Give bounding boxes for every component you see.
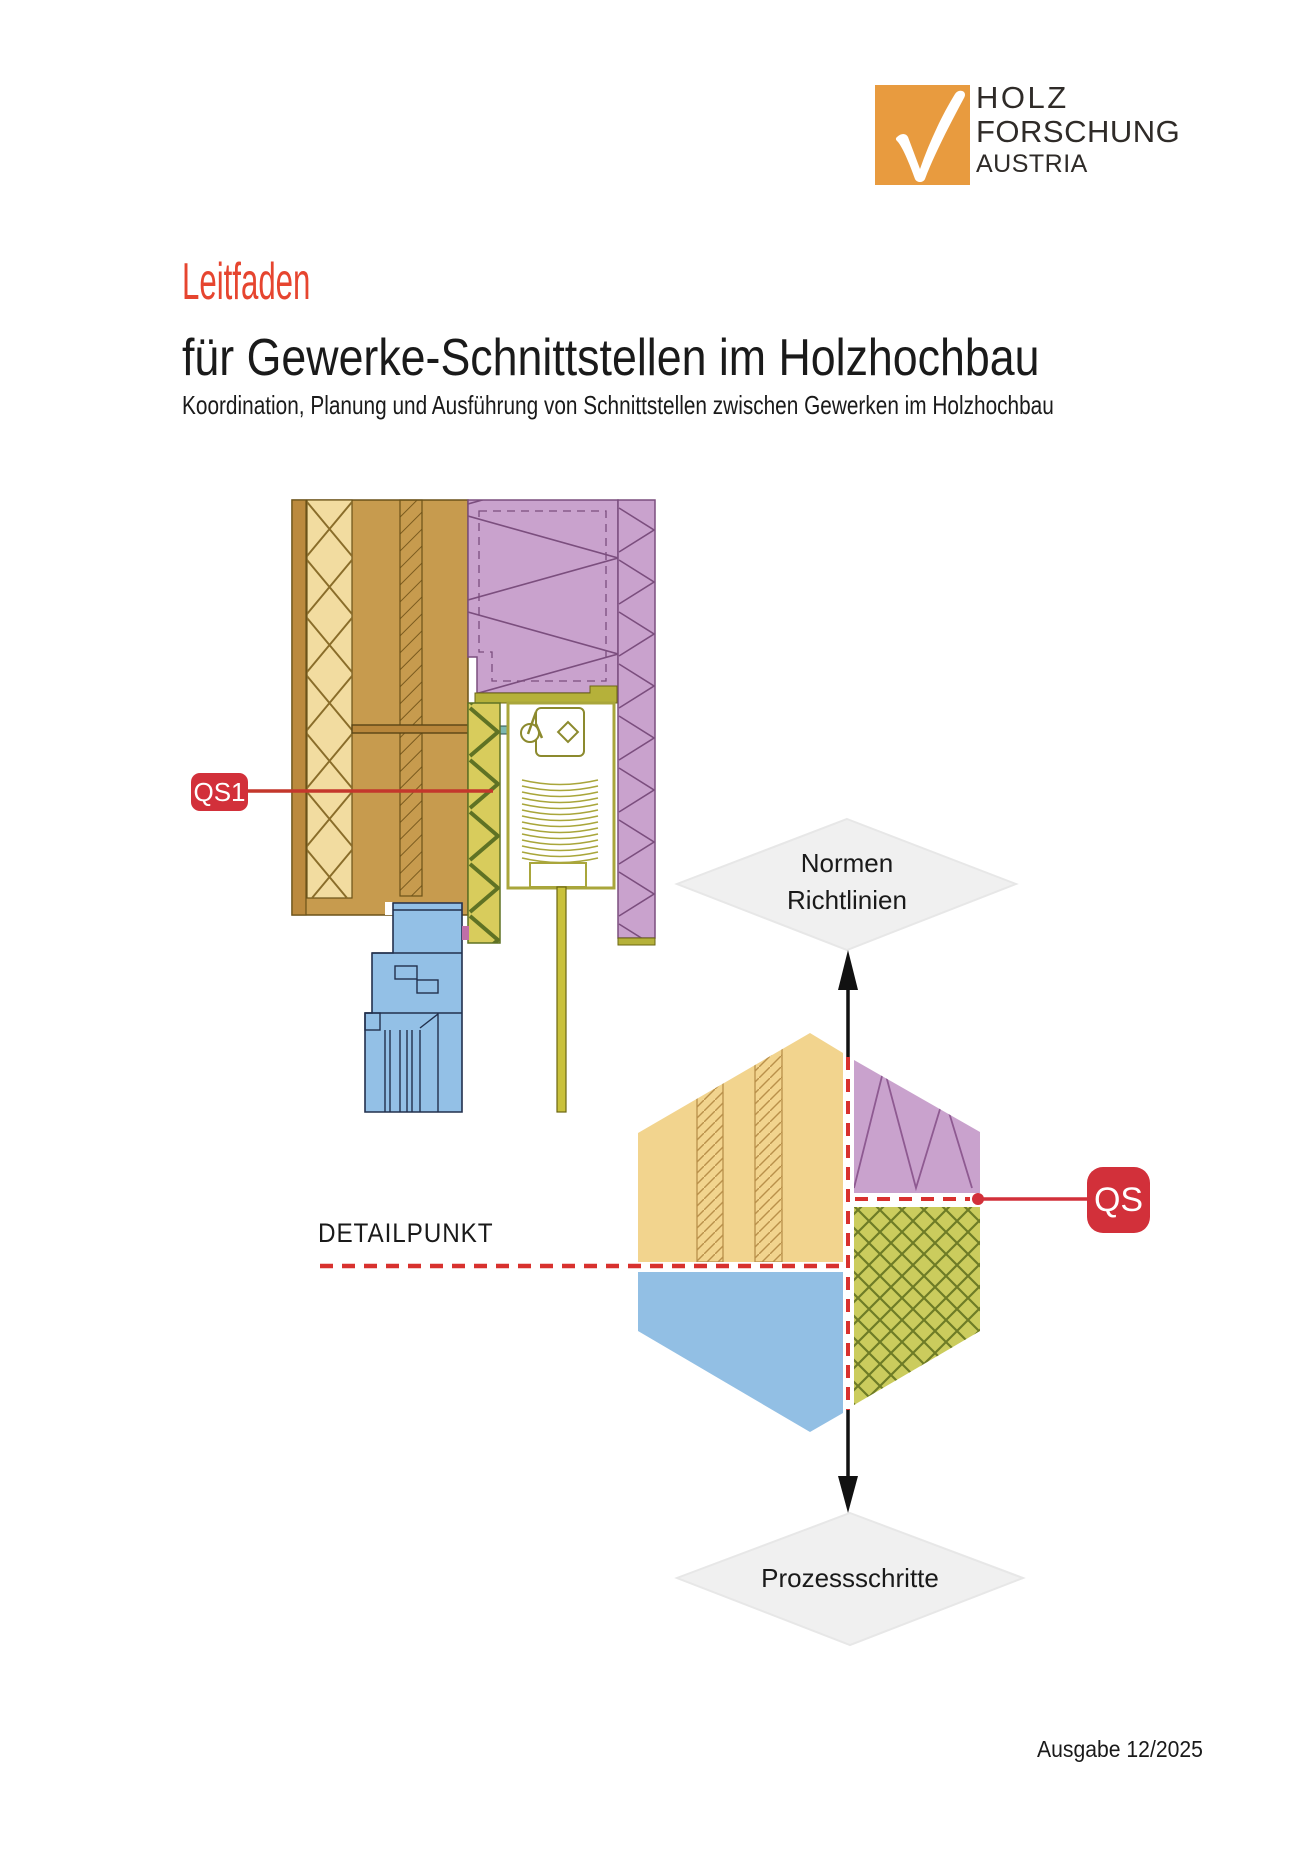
- diamond-prozessschritte-label: Prozessschritte: [761, 1563, 939, 1593]
- checkmark-icon: [895, 90, 966, 182]
- vertical-axis-arrow: [838, 950, 858, 1513]
- page-title: Leitfaden: [182, 253, 311, 311]
- qs1-marker-label: QS1: [193, 776, 246, 807]
- wall-section-drawing: [248, 499, 656, 1113]
- red-section-lines: [320, 1057, 1087, 1410]
- hex-quad-purple: [854, 1060, 980, 1193]
- hex-quad-blue: [638, 1272, 843, 1432]
- hfa-wordmark: HOLZ FORSCHUNG AUSTRIA: [976, 82, 1180, 177]
- logo-word-austria: AUSTRIA: [976, 150, 1088, 178]
- diamond-normen: [674, 817, 1019, 952]
- logo-word-holz: HOLZ: [976, 80, 1069, 115]
- hex-quad-yellow: [638, 1033, 843, 1262]
- logo-word-forschung: FORSCHUNG: [976, 114, 1181, 149]
- page-title-line2: für Gewerke-Schnittstellen im Holzhochba…: [182, 329, 1040, 387]
- diamond-prozessschritte: [674, 1511, 1026, 1647]
- page-subtitle: Koordination, Planung und Ausführung von…: [182, 390, 1054, 420]
- edition-label: Ausgabe 12/2025: [1037, 1736, 1203, 1762]
- hexagon-building-symbol: [638, 1033, 980, 1432]
- detailpunkt-label: DETAILPUNKT: [318, 1218, 494, 1248]
- diamond-normen-label: Normen Richtlinien: [787, 848, 907, 915]
- hfa-logo: [875, 85, 970, 185]
- roller-blind-detail: [506, 701, 616, 1113]
- window-frame-detail: [364, 902, 469, 1113]
- qs-marker-label: QS: [1093, 1180, 1144, 1219]
- process-diagram: [320, 817, 1087, 1647]
- qs-marker: QS: [1087, 1167, 1150, 1233]
- qs1-marker: QS1: [191, 773, 248, 811]
